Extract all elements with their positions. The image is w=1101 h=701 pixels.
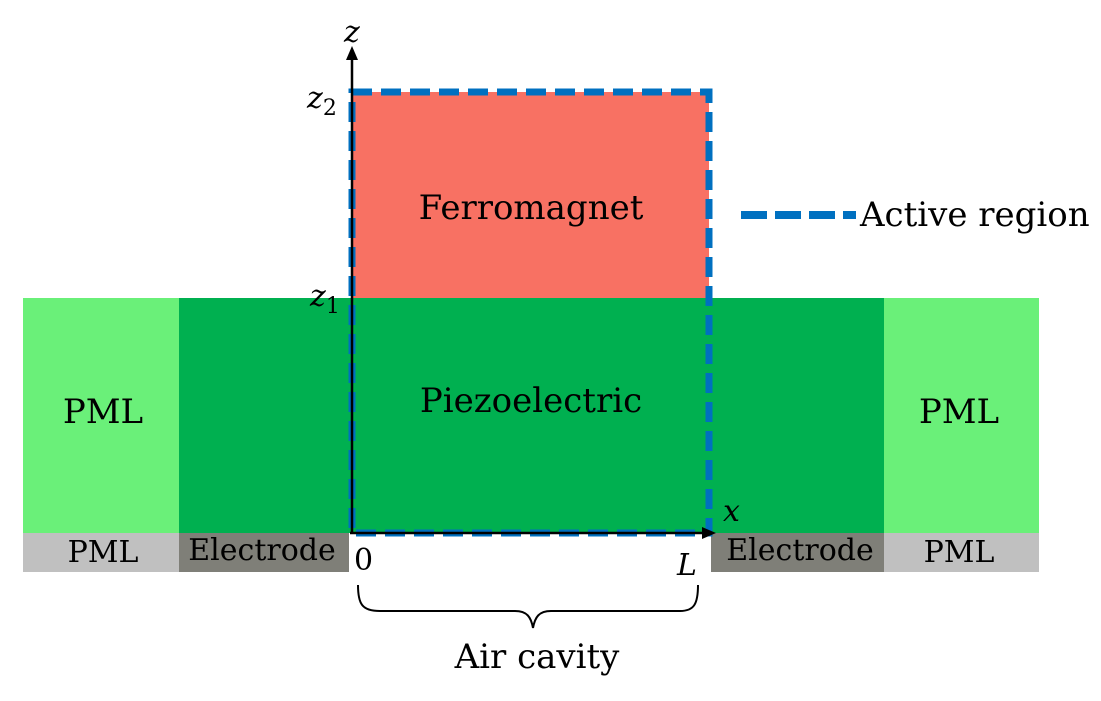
air-cavity-brace <box>357 584 699 629</box>
pml-bottom-right-label: PML <box>924 535 995 570</box>
ferromagnet-label: Ferromagnet <box>419 188 644 228</box>
air-cavity-label: Air cavity <box>454 637 621 677</box>
z2-label: z2 <box>306 81 337 121</box>
electrode-left-region <box>179 533 349 572</box>
pml-bottom-left-label: PML <box>68 535 139 570</box>
ferromagnet-region <box>352 92 709 298</box>
pml-bottom-right-region <box>884 533 1039 572</box>
z1-subscript: 1 <box>326 294 340 319</box>
pml-right-region <box>884 298 1039 533</box>
z-axis-label: z <box>343 15 360 50</box>
z1-label: z1 <box>309 279 340 319</box>
pml-bottom-left-region <box>23 533 179 572</box>
x-axis-arrowhead <box>702 527 716 539</box>
z2-subscript: 2 <box>323 96 337 121</box>
pml-left-label: PML <box>63 392 143 432</box>
z-axis-arrowhead <box>346 46 358 60</box>
pml-left-region <box>23 298 179 533</box>
origin-label: 0 <box>354 543 373 578</box>
x-axis-label: x <box>723 494 740 529</box>
pml-right-label: PML <box>919 392 999 432</box>
piezoelectric-label: Piezoelectric <box>420 381 642 421</box>
electrode-right-label: Electrode <box>726 533 873 568</box>
length-label: L <box>676 548 697 583</box>
piezoelectric-region <box>179 298 884 533</box>
legend-active-region-label: Active region <box>859 195 1090 235</box>
electrode-right-region <box>711 533 884 572</box>
electrode-left-label: Electrode <box>188 533 335 568</box>
